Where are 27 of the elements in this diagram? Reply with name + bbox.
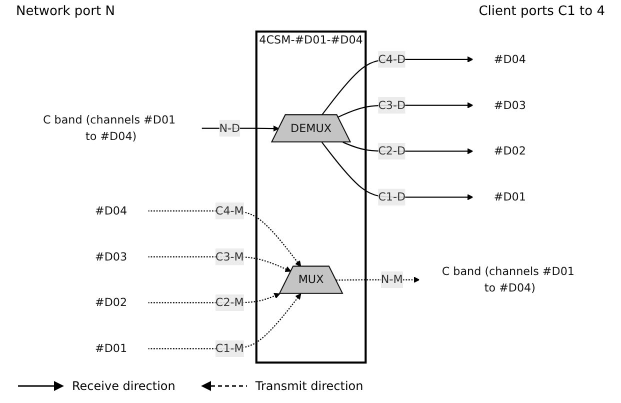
node-text: #D02: [95, 296, 128, 309]
edge-label: C3-M: [215, 250, 244, 264]
legend-text: Transmit direction: [255, 379, 364, 393]
node-text: #D03: [95, 250, 128, 264]
edge-label: C2-D: [378, 144, 406, 158]
edge-label: N-D: [219, 121, 240, 135]
node-text: C band (channels #D01 to #D04): [442, 264, 574, 294]
arrow: [202, 125, 280, 132]
port-heading: Client ports C1 to 4: [478, 4, 605, 21]
node-text: #D01: [95, 342, 128, 355]
arrow: [321, 56, 474, 116]
node-text: #D02: [494, 144, 526, 158]
edge-label: N-M: [380, 272, 403, 286]
legend-text: Receive direction: [72, 379, 176, 393]
port-heading: Network port N: [16, 4, 115, 21]
node-text: #D04: [494, 52, 526, 66]
node-text: #D01: [494, 190, 526, 204]
arrow: [148, 210, 302, 267]
edge-label: C4-D: [378, 52, 406, 66]
edge-label: C1-M: [215, 342, 244, 355]
edge-label: C2-M: [215, 296, 244, 309]
edge-label: C4-M: [215, 204, 244, 218]
edge-label: C1-D: [378, 190, 406, 204]
edge-label: C3-D: [378, 98, 406, 112]
node-text: C band (channels #D01 to #D04): [42, 112, 176, 143]
node-text: #D03: [494, 98, 526, 112]
node-text: #D04: [95, 204, 128, 218]
